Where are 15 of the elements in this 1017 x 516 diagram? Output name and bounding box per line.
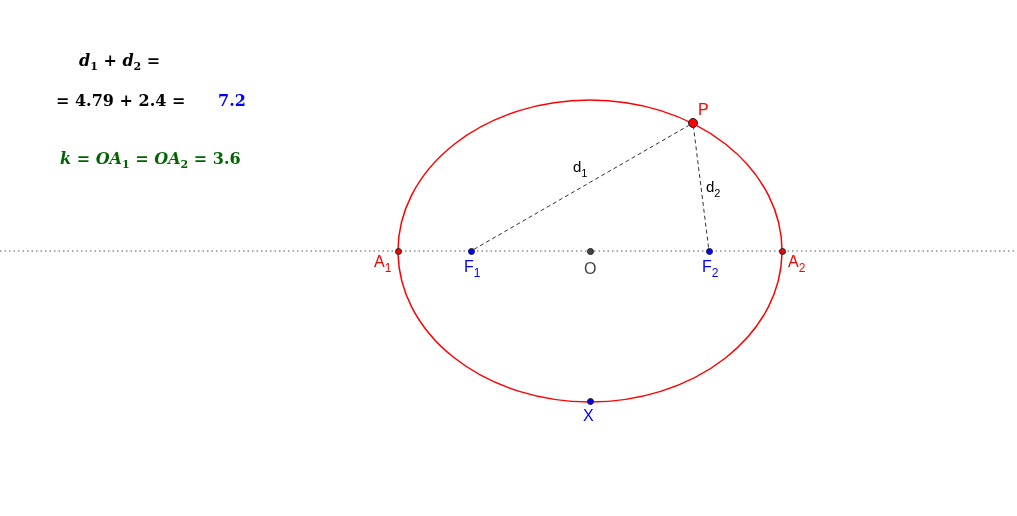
formula-text: k = OA$_{1}$ = OA$_{2}$ = 3.6 <box>60 149 241 174</box>
edge-label: d$_{2}$ <box>706 178 721 201</box>
point-label: A$_{2}$ <box>788 253 806 277</box>
point-label: O <box>584 260 597 278</box>
distance-line <box>693 127 710 249</box>
result-value: 7.2 <box>218 91 246 111</box>
point-label: F$_{1}$ <box>464 258 481 282</box>
edge-label: d$_{1}$ <box>573 158 588 181</box>
formula-text: = 4.79 + 2.4 = <box>56 91 186 111</box>
point-label: F$_{2}$ <box>702 258 719 282</box>
point-label: X <box>583 407 594 425</box>
point-label: A$_{1}$ <box>374 253 392 277</box>
formula-text: d$_{1}$ + d$_{2}$ = <box>79 51 161 76</box>
distance-line <box>473 125 690 250</box>
point-label: P <box>698 101 709 119</box>
